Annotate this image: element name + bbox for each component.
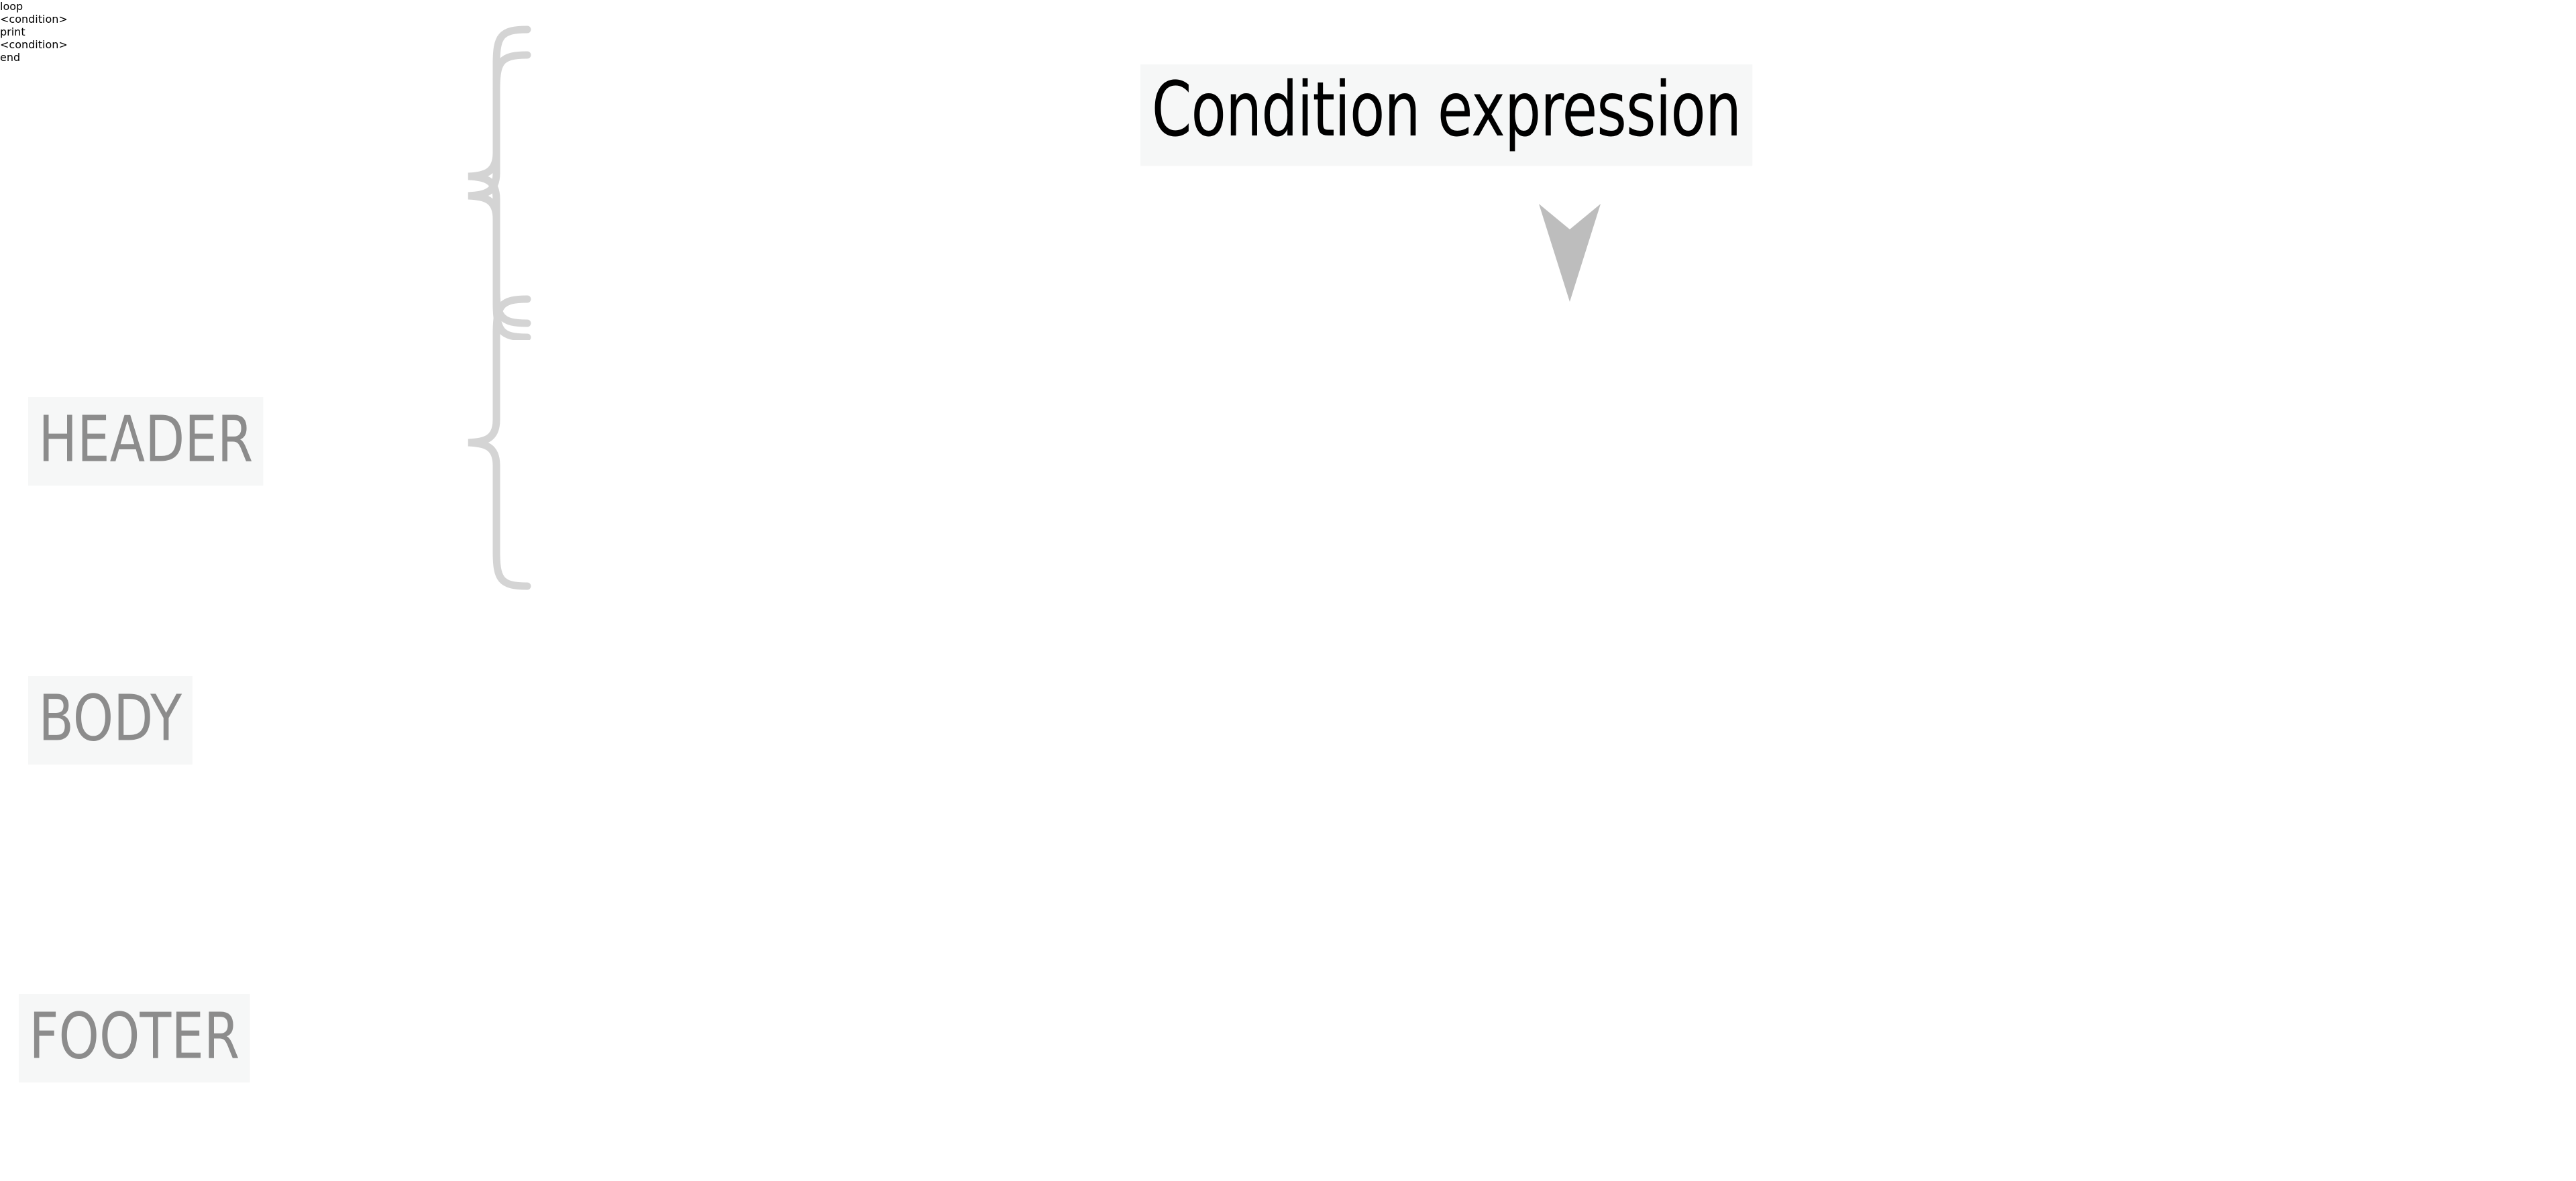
token-box-end[interactable]: end [0, 51, 2576, 64]
curly-brace-icon-footer [427, 51, 541, 343]
token-label-print: print [0, 25, 25, 38]
token-label-end: end [0, 51, 21, 64]
token-label-body-condition: <condition> [0, 38, 68, 51]
token-box-body-condition[interactable]: <condition> [0, 38, 2576, 51]
token-box-loop[interactable]: loop [0, 0, 2576, 13]
section-label-body: BODY [28, 676, 193, 765]
condition-expression-annotation: Condition expression [1140, 64, 1752, 166]
section-label-footer: FOOTER [19, 994, 250, 1083]
token-label-loop: loop [0, 0, 23, 13]
arrow-down-icon [1529, 181, 1610, 302]
section-label-header: HEADER [28, 397, 264, 486]
token-box-header-condition[interactable]: <condition> [0, 13, 2576, 25]
token-label-header-condition: <condition> [0, 13, 68, 25]
token-box-print[interactable]: print [0, 25, 2576, 38]
